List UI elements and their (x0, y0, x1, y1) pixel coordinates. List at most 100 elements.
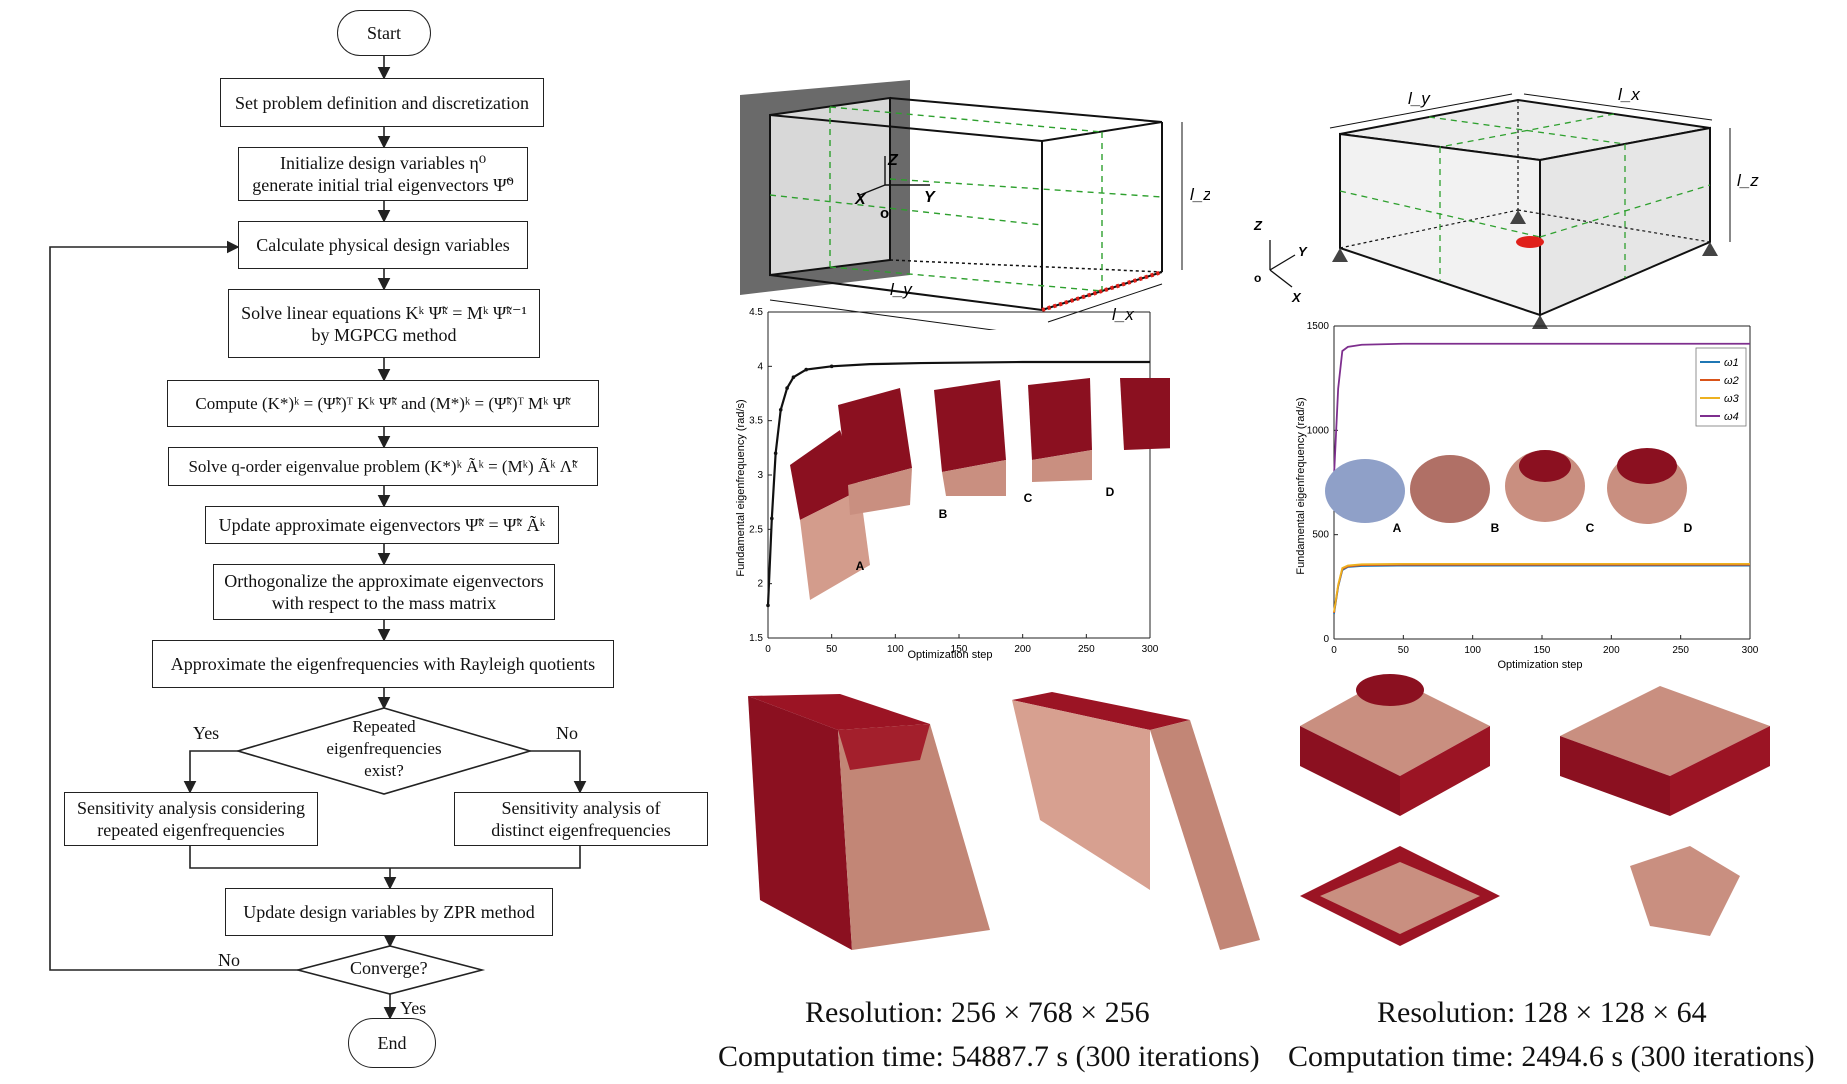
chart1-data-point (773, 451, 778, 456)
plate-design-a (1300, 674, 1490, 816)
plate-design-b (1560, 686, 1770, 816)
chart1-annotation-label: A (856, 559, 865, 573)
dim-ly-label: l_y (890, 280, 913, 299)
chart2-annotation-label: B (1491, 521, 1500, 535)
chart1-y-tick-label: 4 (757, 361, 763, 372)
chart1-ylabel: Fundamental eigenfrequency (rad/s) (735, 399, 747, 576)
axis-z-label: Z (1253, 218, 1263, 233)
decision-converge-label: Converge? (350, 958, 428, 978)
chart1-data-point (778, 408, 783, 412)
chart1-data-point (766, 603, 770, 608)
step-update-eigenvectors-label: Update approximate eigenvectors Ψ̃ᵏ = Ψ̃… (218, 515, 546, 535)
caption-left-time: Computation time: 54887.7 s (300 iterati… (718, 1040, 1260, 1073)
plate-design-c (1300, 846, 1500, 946)
chart2-legend-label: ω4 (1724, 411, 1739, 423)
chart2-legend-label: ω3 (1724, 393, 1740, 405)
decision-repeated-line1: Repeated (352, 717, 416, 736)
chart1-y-tick-label: 2.5 (749, 524, 763, 535)
chart1-x-tick-label: 250 (1078, 644, 1095, 655)
chart1-data-point (770, 516, 774, 521)
no-label-2: No (218, 950, 240, 970)
flowchart-connectors (49, 56, 587, 1020)
cantilever-design-front (748, 694, 990, 950)
chart2-x-tick-label: 300 (1742, 645, 1759, 656)
chart1-annotation-label: D (1106, 485, 1115, 499)
chart1-annotation-label: C (1024, 491, 1033, 505)
plate-results (1300, 674, 1770, 946)
step-orthogonalize-line1: Orthogonalize the approximate eigenvecto… (224, 571, 544, 591)
cantilever-results (748, 692, 1260, 950)
chart1-y-tick-label: 3 (757, 470, 763, 481)
sensitivity-distinct-line1: Sensitivity analysis of (501, 798, 661, 818)
support-back (1510, 210, 1526, 224)
chart2-x-tick-label: 100 (1464, 645, 1481, 656)
sensitivity-distinct-line2: distinct eigenfrequencies (491, 820, 671, 840)
step-eigenvalue-problem-label: Solve q-order eigenvalue problem (K*)ᵏ Ã… (188, 456, 578, 476)
chart1-data-point (791, 375, 796, 379)
step-update-eigenvectors: Update approximate eigenvectors Ψ̃ᵏ = Ψ̃… (205, 506, 559, 544)
step-rayleigh-label: Approximate the eigenfrequencies with Ra… (170, 654, 596, 674)
chart1-xlabel: Optimization step (908, 649, 993, 661)
chart1-y-tick-label: 1.5 (749, 633, 763, 644)
step-initialize-line2: generate initial trial eigenvectors Ψ̃⁰ (252, 175, 514, 195)
end-label: End (377, 1033, 407, 1053)
chart1-x-tick-label: 150 (951, 644, 968, 655)
chart1-y-tick-label: 2 (757, 579, 763, 590)
chart2-x-tick-label: 50 (1398, 645, 1410, 656)
caption-right-time: Computation time: 2494.6 s (300 iteratio… (1288, 1040, 1815, 1073)
dim-lz-label: l_z (1737, 171, 1759, 190)
sensitivity-repeated-line2: repeated eigenfrequencies (97, 820, 285, 840)
chart2-overlay (1325, 448, 1687, 524)
chart2-series-line (1333, 563, 1750, 614)
chart2-legend-label: ω2 (1724, 375, 1739, 387)
step-initialize: Initialize design variables η⁰ generate … (238, 147, 528, 201)
dim-lz-label: l_z (1190, 185, 1210, 204)
step-rayleigh: Approximate the eigenfrequencies with Ra… (152, 640, 614, 688)
decision-repeated-line3: exist? (364, 761, 404, 780)
chart-cantilever-convergence: Fundamental eigenfrequency (rad/s) Optim… (735, 307, 1170, 661)
chart1-x-tick-label: 200 (1014, 644, 1031, 655)
chart1-annotation-label: B (939, 507, 948, 521)
chart1-data-point (804, 367, 808, 372)
chart1-x-tick-label: 100 (887, 644, 904, 655)
step-physical-variables: Calculate physical design variables (238, 221, 528, 269)
chart2-series-line (1333, 562, 1750, 613)
step-physical-variables-label: Calculate physical design variables (256, 235, 510, 255)
chart1-y-tick-label: 4.5 (749, 307, 763, 318)
chart2-y-tick-label: 500 (1312, 530, 1329, 541)
step-problem-definition: Set problem definition and discretizatio… (220, 78, 544, 127)
chart2-annotation-label: A (1393, 521, 1402, 535)
start-terminal: Start (337, 10, 431, 56)
yes-label-2: Yes (400, 998, 427, 1018)
chart2-y-tick-label: 1000 (1307, 425, 1330, 436)
chart1-x-tick-label: 50 (826, 644, 838, 655)
step-problem-definition-label: Set problem definition and discretizatio… (235, 92, 529, 113)
chart2-xlabel: Optimization step (1498, 659, 1583, 671)
chart1-overlay (790, 378, 1170, 600)
chart2-y-tick-label: 0 (1323, 634, 1329, 645)
chart2-y-tick-label: 1500 (1307, 321, 1330, 332)
supported-box-diagram: l_y l_x l_z Z Y X o (1253, 85, 1759, 329)
load-patch (1516, 236, 1544, 248)
step-eigenvalue-problem: Solve q-order eigenvalue problem (K*)ᵏ Ã… (168, 447, 598, 486)
step-solve-linear-line1: Solve linear equations Kᵏ Ψ̃ᵏ = Mᵏ Ψ̃ᵏ⁻¹ (241, 302, 527, 323)
step-zpr-update-label: Update design variables by ZPR method (243, 902, 535, 922)
step-sensitivity-distinct: Sensitivity analysis of distinct eigenfr… (454, 792, 708, 846)
start-label: Start (367, 23, 401, 43)
axis-x-label: X (854, 191, 867, 208)
step-initialize-line1: Initialize design variables η⁰ (279, 153, 487, 173)
chart2-x-tick-label: 150 (1534, 645, 1551, 656)
dim-ly-label: l_y (1408, 89, 1431, 108)
chart2-x-tick-label: 200 (1603, 645, 1620, 656)
step-orthogonalize: Orthogonalize the approximate eigenvecto… (213, 564, 555, 620)
end-terminal: End (348, 1018, 436, 1068)
cantilever-design-cut (1012, 692, 1260, 950)
chart1-data-point (829, 364, 834, 369)
chart1-x-tick-label: 0 (765, 644, 771, 655)
dim-lx-label: l_x (1618, 85, 1640, 104)
chart1-y-tick-label: 3.5 (749, 416, 763, 427)
step-sensitivity-repeated: Sensitivity analysis considering repeate… (64, 792, 318, 846)
origin-label: o (880, 205, 889, 222)
